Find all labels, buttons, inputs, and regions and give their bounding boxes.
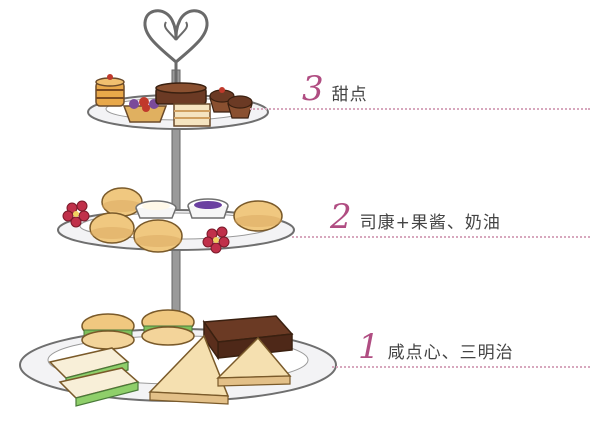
jam-dish [187, 198, 229, 219]
flower-icon [202, 226, 230, 254]
tier-1-label: 1 咸点心、三明治 [358, 330, 514, 364]
scone [233, 200, 283, 232]
tier-2-number: 2 [330, 197, 352, 237]
cupcake [227, 95, 253, 119]
flower-icon [62, 200, 90, 228]
cucumber-sandwich [48, 347, 140, 407]
tier-2-label: 2 司康+果酱、奶油 [330, 200, 501, 234]
scone [89, 212, 135, 244]
petit-four [173, 103, 211, 127]
tier-3-text: 甜点 [331, 85, 368, 105]
tier-1-text: 咸点心、三明治 [387, 343, 514, 363]
bun-sandwich [81, 313, 135, 350]
triangle-sandwich [148, 334, 230, 405]
berry-tart [122, 97, 168, 123]
tier-2-leader-line [292, 236, 590, 238]
heart-finial-icon [143, 9, 209, 92]
chocolate-cake [155, 82, 207, 105]
tier-3-leader-line [250, 108, 590, 110]
brownie [202, 315, 294, 361]
bun-sandwich [141, 309, 195, 346]
cupcake [209, 87, 235, 113]
scone [133, 219, 183, 253]
tier-2-text: 司康+果酱、奶油 [359, 213, 501, 233]
scone [101, 187, 143, 217]
layer-cake [95, 74, 125, 107]
tier-3-number: 3 [302, 69, 324, 109]
tier-1-leader-line [332, 366, 590, 368]
tier-1-number: 1 [358, 327, 380, 367]
tier-3-label: 3 甜点 [302, 72, 368, 106]
cream-dish [135, 200, 177, 219]
triangle-sandwich [216, 336, 292, 387]
